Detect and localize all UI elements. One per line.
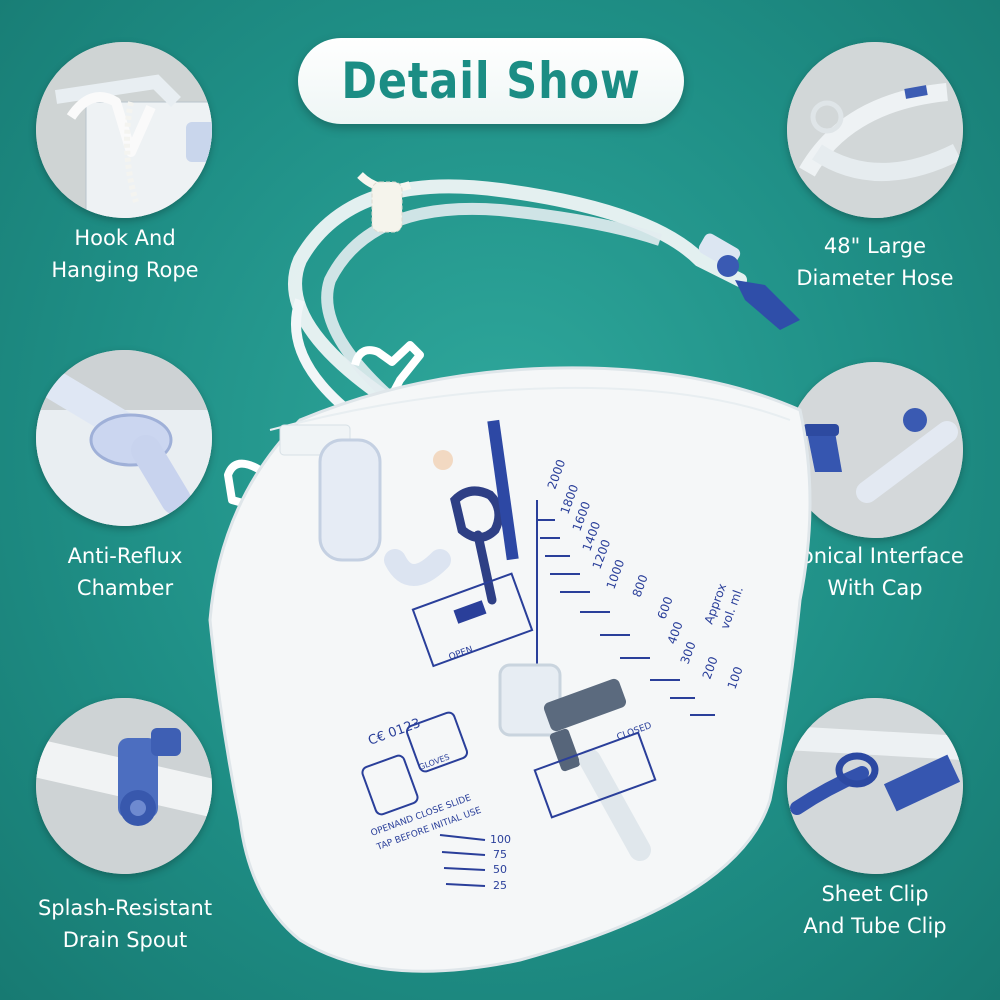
small-scale-label: 75 — [493, 848, 507, 861]
small-scale-label: 50 — [493, 863, 507, 876]
tube-clip — [433, 419, 519, 605]
small-scale-label: 25 — [493, 879, 507, 892]
small-volume-scale — [439, 834, 486, 887]
conical-interface-photo — [787, 362, 963, 538]
hook-rope-photo — [36, 42, 212, 218]
small-scale-label: 100 — [490, 833, 511, 846]
title-pill: Detail Show — [298, 38, 684, 124]
clip-photo — [787, 698, 963, 874]
page-title: Detail Show — [341, 52, 641, 110]
drain-spout-photo — [36, 698, 212, 874]
hanging-rope — [357, 172, 412, 233]
anti-reflux-chamber — [279, 424, 451, 586]
anti-reflux-photo — [36, 350, 212, 526]
conical-cap — [698, 233, 800, 330]
drain-valve: CLOSED — [498, 663, 657, 861]
large-hose-photo — [787, 42, 963, 218]
